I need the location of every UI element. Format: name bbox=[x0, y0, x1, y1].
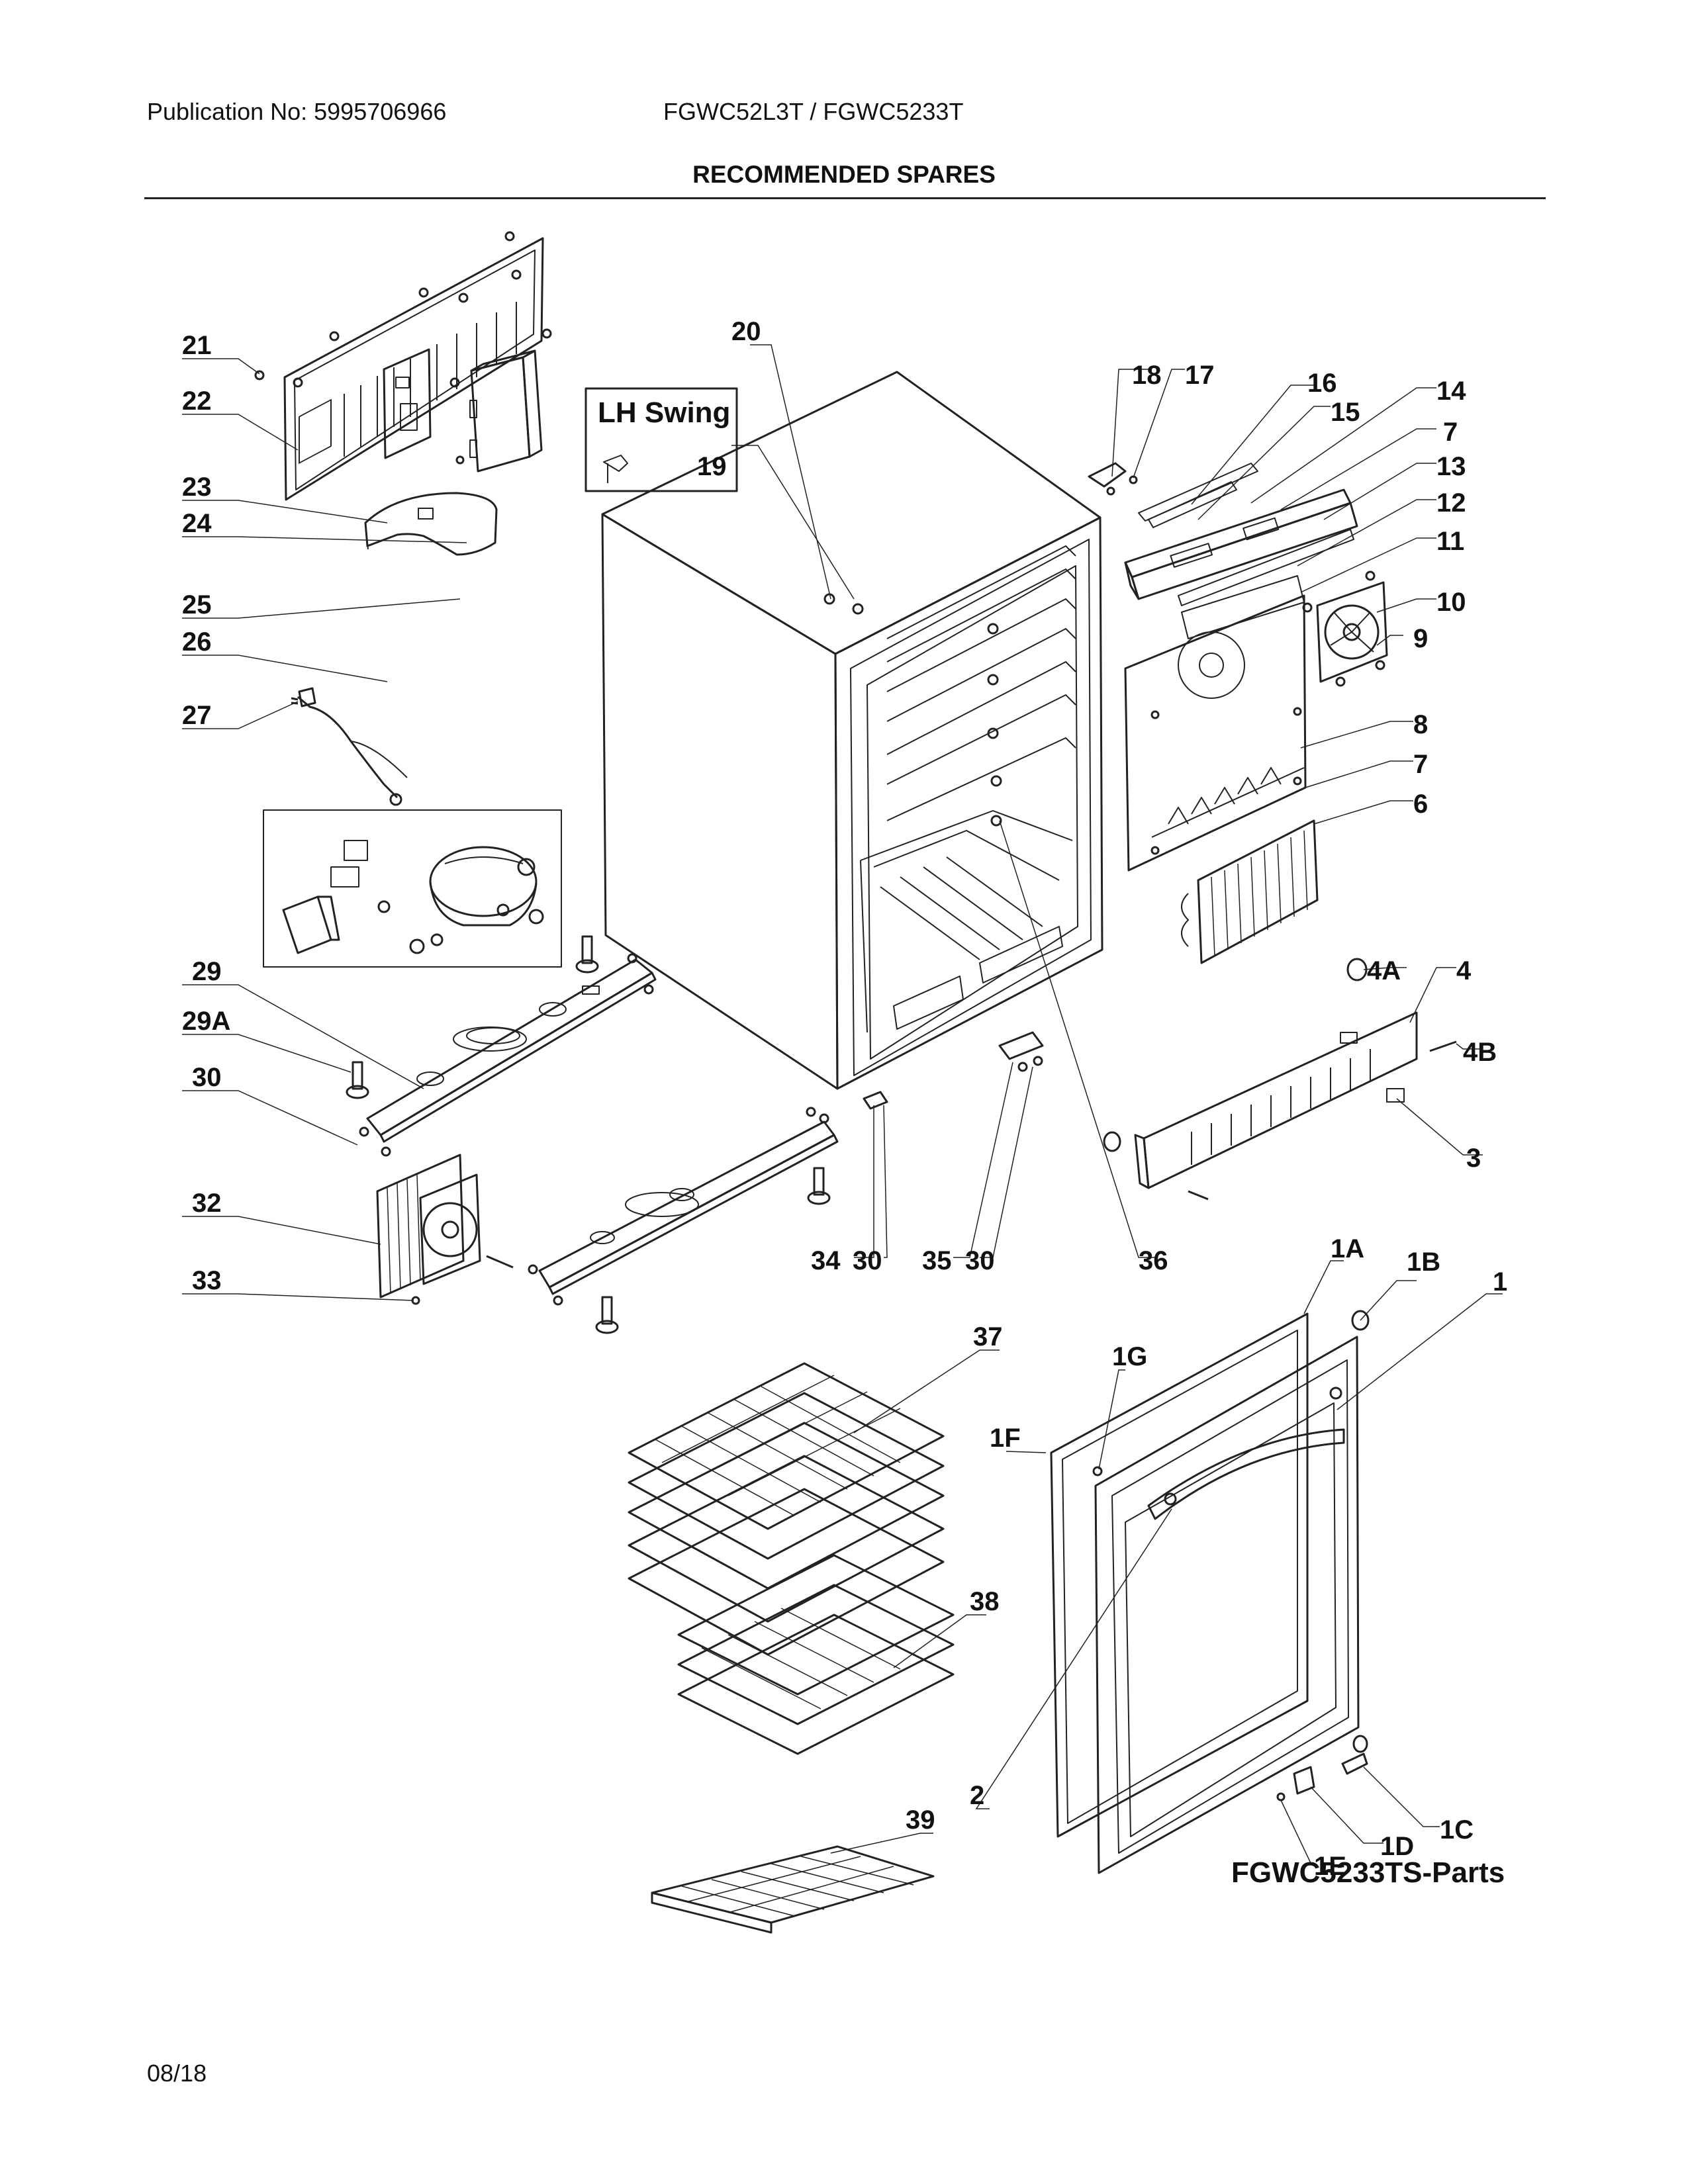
callout-20: 20 bbox=[731, 317, 761, 346]
callout-34: 34 bbox=[811, 1246, 841, 1275]
callout-19: 19 bbox=[697, 452, 727, 481]
callout-2: 2 bbox=[970, 1781, 984, 1810]
callout-8: 8 bbox=[1413, 710, 1428, 739]
leveling-foot bbox=[807, 1167, 831, 1205]
callout-12: 12 bbox=[1436, 488, 1466, 518]
callout-24: 24 bbox=[182, 509, 212, 538]
model-numbers: FGWC52L3T / FGWC5233T bbox=[663, 98, 964, 125]
base-rail-right bbox=[486, 1107, 839, 1306]
clip bbox=[863, 1091, 888, 1110]
callout-1A: 1A bbox=[1331, 1234, 1364, 1263]
callout-14: 14 bbox=[1436, 377, 1466, 406]
callout-30-b: 30 bbox=[853, 1246, 882, 1275]
door bbox=[1092, 1310, 1370, 1874]
bracket bbox=[998, 1031, 1044, 1060]
duct-cover bbox=[364, 492, 498, 556]
callout-7-mid: 7 bbox=[1413, 750, 1428, 779]
title-divider bbox=[144, 197, 1546, 199]
door-gasket bbox=[1050, 1312, 1309, 1838]
callout-labels: 21 22 23 24 25 26 27 29 29A 30 32 33 20 … bbox=[182, 317, 1507, 1881]
callout-32: 32 bbox=[192, 1189, 222, 1218]
callout-26: 26 bbox=[182, 627, 212, 657]
callout-25: 25 bbox=[182, 590, 212, 619]
bottom-grille bbox=[651, 1845, 935, 1934]
insulation-strip bbox=[1181, 575, 1305, 639]
page-title: RECOMMENDED SPARES bbox=[692, 161, 996, 188]
callout-37: 37 bbox=[973, 1322, 1003, 1351]
leveling-foot bbox=[346, 1061, 369, 1099]
lh-swing-inset-box bbox=[585, 387, 738, 492]
base-rail-left bbox=[359, 953, 657, 1157]
power-cord bbox=[291, 687, 408, 806]
callout-1G: 1G bbox=[1112, 1342, 1147, 1371]
control-board bbox=[383, 348, 460, 459]
publication-number: Publication No: 5995706966 bbox=[147, 98, 447, 125]
callout-33: 33 bbox=[192, 1266, 222, 1295]
callout-1E: 1E bbox=[1314, 1852, 1346, 1881]
leader-lines bbox=[182, 344, 1503, 1864]
callout-15: 15 bbox=[1331, 398, 1360, 427]
callout-1B: 1B bbox=[1407, 1248, 1440, 1277]
footer-date: 08/18 bbox=[147, 2060, 207, 2087]
callout-4A: 4A bbox=[1367, 956, 1401, 985]
callout-35: 35 bbox=[922, 1246, 952, 1275]
callout-9: 9 bbox=[1413, 624, 1428, 653]
cabinet bbox=[601, 371, 1103, 1090]
callout-13: 13 bbox=[1436, 452, 1466, 481]
condenser-fan-assembly bbox=[376, 1154, 481, 1305]
callout-7-top: 7 bbox=[1443, 418, 1458, 447]
callout-39: 39 bbox=[906, 1805, 935, 1835]
callout-6: 6 bbox=[1413, 790, 1428, 819]
callout-3: 3 bbox=[1466, 1144, 1481, 1173]
callout-17: 17 bbox=[1185, 361, 1215, 390]
front-gasket-strip bbox=[1138, 463, 1258, 522]
callout-16: 16 bbox=[1307, 369, 1337, 398]
callout-10: 10 bbox=[1436, 588, 1466, 617]
callout-1D: 1D bbox=[1380, 1832, 1414, 1861]
callout-18: 18 bbox=[1132, 361, 1162, 390]
wire-shelves bbox=[628, 1362, 945, 1656]
evaporator-coil bbox=[1181, 819, 1319, 964]
callout-23: 23 bbox=[182, 473, 212, 502]
evaporator-fan bbox=[1302, 570, 1388, 687]
callout-36: 36 bbox=[1139, 1246, 1168, 1275]
kick-plate bbox=[1103, 958, 1457, 1201]
callout-1F: 1F bbox=[990, 1424, 1021, 1453]
callout-38: 38 bbox=[970, 1587, 1000, 1616]
led-strip bbox=[1178, 529, 1354, 606]
evaporator-cover-panel bbox=[1124, 594, 1307, 872]
callout-1C: 1C bbox=[1440, 1815, 1474, 1844]
callout-27: 27 bbox=[182, 701, 212, 730]
callout-30: 30 bbox=[192, 1063, 222, 1092]
callout-22: 22 bbox=[182, 387, 212, 416]
control-box-cover bbox=[455, 349, 543, 473]
callout-11: 11 bbox=[1436, 527, 1464, 556]
top-hinge bbox=[1088, 462, 1127, 488]
leveling-foot bbox=[575, 935, 599, 974]
callout-4: 4 bbox=[1456, 956, 1472, 985]
back-cover-panel bbox=[254, 231, 552, 501]
callout-21: 21 bbox=[182, 331, 212, 360]
wood-shelves bbox=[677, 1554, 955, 1755]
compressor-assembly bbox=[263, 809, 562, 968]
callout-1: 1 bbox=[1493, 1267, 1507, 1297]
diagram-caption: FGWC5233TS-Parts bbox=[1231, 1856, 1505, 1889]
callout-29A: 29A bbox=[182, 1007, 230, 1036]
callout-30-c: 30 bbox=[965, 1246, 995, 1275]
leveling-foot bbox=[595, 1296, 619, 1334]
lh-swing-title: LH Swing bbox=[598, 396, 730, 429]
callout-29: 29 bbox=[192, 957, 222, 986]
callout-4B: 4B bbox=[1463, 1038, 1497, 1067]
